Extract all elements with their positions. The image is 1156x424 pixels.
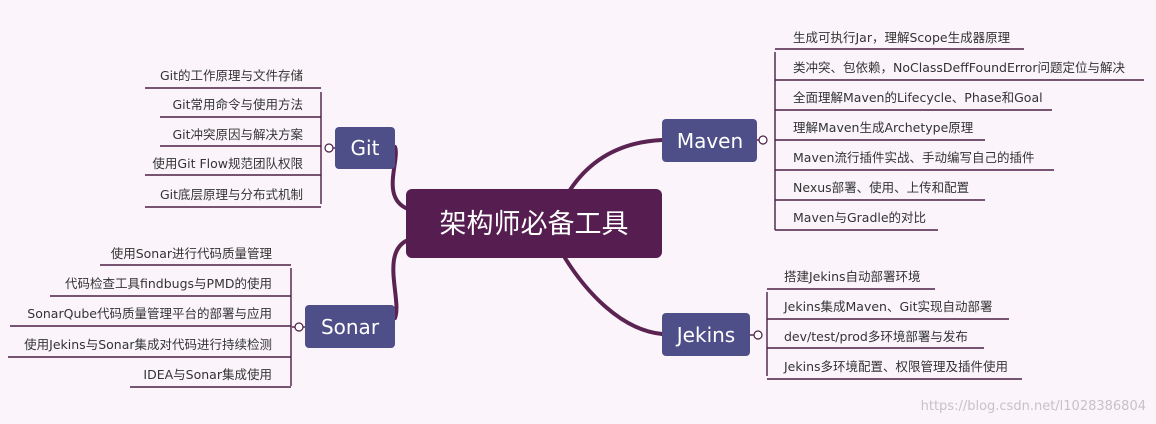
maven-item[interactable]: 理解Maven生成Archetype原理 <box>793 120 974 135</box>
git-item[interactable]: Git冲突原因与解决方案 <box>172 127 303 142</box>
branch-node-sonar[interactable]: Sonar <box>305 305 395 348</box>
sonar-leaf-lines <box>8 264 305 388</box>
branch-label-sonar: Sonar <box>321 315 380 339</box>
sonar-item[interactable]: SonarQube代码质量管理平台的部署与应用 <box>27 306 272 321</box>
maven-item[interactable]: Maven流行插件实战、手动编写自己的插件 <box>793 150 1034 165</box>
watermark-text: https://blog.csdn.net/l1028386804 <box>921 399 1146 414</box>
git-item[interactable]: Git的工作原理与文件存储 <box>160 68 303 83</box>
jekins-item[interactable]: Jekins集成Maven、Git实现自动部署 <box>783 299 993 314</box>
connector-sonar <box>391 238 410 320</box>
sonar-item[interactable]: IDEA与Sonar集成使用 <box>143 367 272 382</box>
root-connectors <box>390 138 664 336</box>
maven-items: 生成可执行Jar，理解Scope生成器原理 类冲突、包依赖，NoClassDef… <box>793 30 1125 225</box>
maven-item[interactable]: Maven与Gradle的对比 <box>793 210 926 225</box>
maven-item[interactable]: 类冲突、包依赖，NoClassDeffFoundError问题定位与解决 <box>793 60 1125 75</box>
git-item[interactable]: Git常用命令与使用方法 <box>172 97 303 112</box>
jekins-items: 搭建Jekins自动部署环境 Jekins集成Maven、Git实现自动部署 d… <box>783 269 1008 374</box>
git-items: Git的工作原理与文件存储 Git常用命令与使用方法 Git冲突原因与解决方案 … <box>152 68 303 202</box>
maven-item[interactable]: 生成可执行Jar，理解Scope生成器原理 <box>793 30 1011 45</box>
sonar-item[interactable]: 使用Jekins与Sonar集成对代码进行持续检测 <box>24 337 272 352</box>
root-node[interactable]: 架构师必备工具 <box>406 189 662 258</box>
branch-label-jekins: Jekins <box>675 323 735 347</box>
maven-item[interactable]: 全面理解Maven的Lifecycle、Phase和Goal <box>793 90 1043 105</box>
jekins-item[interactable]: dev/test/prod多环境部署与发布 <box>784 329 968 344</box>
branch-label-maven: Maven <box>677 129 743 153</box>
root-label: 架构师必备工具 <box>440 209 629 240</box>
jekins-leaf-lines <box>750 288 1022 380</box>
sonar-item[interactable]: 代码检查工具findbugs与PMD的使用 <box>65 276 272 291</box>
git-item[interactable]: 使用Git Flow规范团队权限 <box>152 156 303 171</box>
connector-jekins <box>563 256 664 336</box>
sonar-item[interactable]: 使用Sonar进行代码质量管理 <box>111 246 273 261</box>
connector-git <box>390 145 410 211</box>
sonar-collapse-dot[interactable] <box>294 322 304 332</box>
maven-collapse-dot[interactable] <box>758 135 768 145</box>
maven-item[interactable]: Nexus部署、使用、上传和配置 <box>793 180 969 195</box>
sonar-items: 使用Sonar进行代码质量管理 代码检查工具findbugs与PMD的使用 So… <box>24 246 272 382</box>
maven-leaf-lines <box>757 48 1144 231</box>
branch-label-git: Git <box>351 136 380 160</box>
jekins-item[interactable]: Jekins多环境配置、权限管理及插件使用 <box>783 359 1008 374</box>
jekins-item[interactable]: 搭建Jekins自动部署环境 <box>784 269 921 284</box>
branch-node-git[interactable]: Git <box>335 127 395 169</box>
git-leaf-lines <box>145 87 335 208</box>
connector-maven <box>568 138 664 192</box>
git-item[interactable]: Git底层原理与分布式机制 <box>160 187 303 202</box>
branch-node-maven[interactable]: Maven <box>662 119 757 162</box>
branch-node-jekins[interactable]: Jekins <box>662 313 750 356</box>
jekins-collapse-dot[interactable] <box>753 330 763 340</box>
git-collapse-dot[interactable] <box>324 143 334 153</box>
